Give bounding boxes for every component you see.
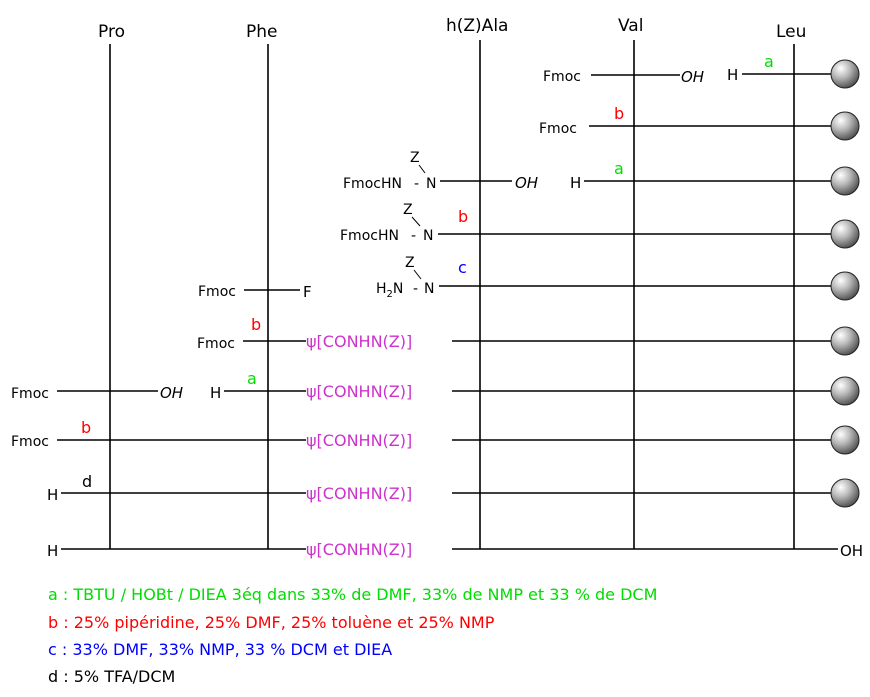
resin-bead <box>830 326 860 356</box>
step-b-label: b <box>251 315 261 334</box>
psi-group: ψ[CONHN(Z)] <box>306 540 412 559</box>
step-d-label: d <box>82 472 92 491</box>
oh-label: OH <box>160 384 183 402</box>
row-7: Fmoc OH H a ψ[CONHN(Z)] <box>11 369 860 406</box>
resin-bead <box>830 271 860 301</box>
row-4: Z FmocHN - N b <box>340 202 860 249</box>
fmoc-label: Fmoc <box>197 336 235 352</box>
residue-leu: Leu <box>776 22 806 42</box>
step-a-label: a <box>764 52 774 71</box>
scheme-diagram: Pro Phe h(Z)Ala Val Leu Fmoc OH H a Fmoc… <box>11 16 863 560</box>
row-8: Fmoc b ψ[CONHN(Z)] <box>11 418 860 455</box>
step-b-label: b <box>81 418 91 437</box>
h-label: H <box>47 486 58 504</box>
psi-group: ψ[CONHN(Z)] <box>306 332 412 351</box>
oh-label: OH <box>515 174 538 192</box>
z-label: Z <box>405 255 415 271</box>
row-9: H d ψ[CONHN(Z)] <box>47 472 860 508</box>
legend-step-d: d : 5% TFA/DCM <box>48 667 176 686</box>
h-label: H <box>570 174 581 192</box>
resin-bead <box>830 425 860 455</box>
n-label: N <box>423 228 433 244</box>
fmoc-label: Fmoc <box>198 284 236 300</box>
step-b-label: b <box>458 207 468 226</box>
resin-bead <box>830 111 860 141</box>
psi-group: ψ[CONHN(Z)] <box>306 431 412 450</box>
oh-label: OH <box>681 68 704 86</box>
legend-step-b: b : 25% pipéridine, 25% DMF, 25% toluène… <box>48 613 495 632</box>
legend-step-a: a : TBTU / HOBt / DIEA 3éq dans 33% de D… <box>48 585 658 604</box>
f-label: F <box>303 283 312 301</box>
fmoc-label: Fmoc <box>11 434 49 450</box>
residue-hzala: h(Z)Ala <box>446 16 508 36</box>
fmochn-label: FmocHN <box>340 228 399 244</box>
step-c-label: c <box>458 258 467 277</box>
h-label: H <box>210 384 221 402</box>
n-label: N <box>426 176 436 192</box>
row-6: Fmoc b ψ[CONHN(Z)] <box>197 315 860 356</box>
dash-label: - <box>413 281 418 297</box>
fmochn-label: FmocHN <box>343 176 402 192</box>
row-5: Z H2N - N c Fmoc F <box>198 255 860 301</box>
h2n-label: H2N <box>376 281 403 300</box>
n-label: N <box>424 281 434 297</box>
h-label: H <box>47 542 58 560</box>
fmoc-label: Fmoc <box>539 121 577 137</box>
step-a-label: a <box>614 159 624 178</box>
resin-bead <box>830 219 860 249</box>
resin-bead <box>830 59 860 89</box>
dash-label: - <box>411 228 416 244</box>
row-10: H ψ[CONHN(Z)] OH <box>47 537 863 560</box>
h-label: H <box>727 66 738 84</box>
row-1: Fmoc OH H a <box>543 52 860 89</box>
legend-step-c: c : 33% DMF, 33% NMP, 33 % DCM et DIEA <box>48 640 393 659</box>
resin-bead <box>830 376 860 406</box>
oh-label: OH <box>840 542 863 560</box>
z-label: Z <box>403 202 413 218</box>
residue-val: Val <box>618 16 643 36</box>
psi-group: ψ[CONHN(Z)] <box>306 382 412 401</box>
psi-group: ψ[CONHN(Z)] <box>306 484 412 503</box>
dash-label: - <box>414 176 419 192</box>
residue-pro: Pro <box>98 22 125 42</box>
row-2: Fmoc b <box>539 104 860 141</box>
step-b-label: b <box>614 104 624 123</box>
row-3: Z FmocHN - N OH H a <box>343 150 860 196</box>
z-label: Z <box>410 150 420 166</box>
residue-lines <box>109 40 795 549</box>
resin-bead <box>830 478 860 508</box>
fmoc-label: Fmoc <box>543 69 581 85</box>
fmoc-label: Fmoc <box>11 386 49 402</box>
residue-phe: Phe <box>246 22 278 42</box>
resin-bead <box>830 166 860 196</box>
step-a-label: a <box>247 369 257 388</box>
